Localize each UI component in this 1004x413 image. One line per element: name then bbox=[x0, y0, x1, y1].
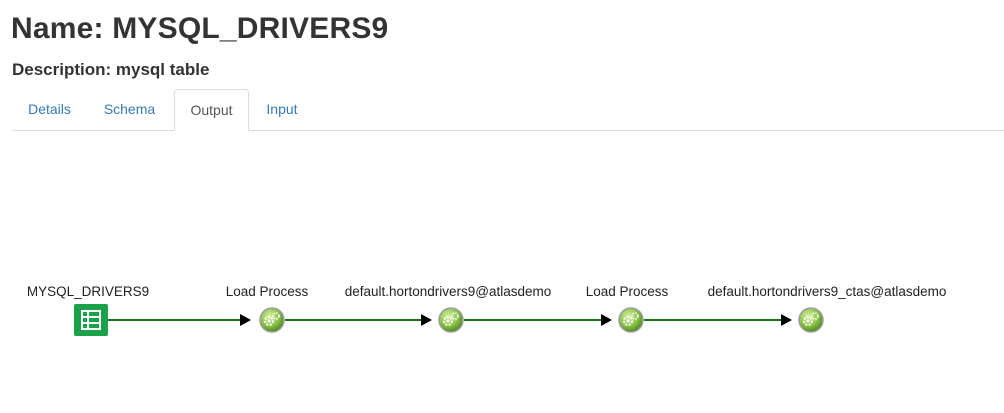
lineage-edge bbox=[285, 319, 425, 321]
tab-input[interactable]: Input bbox=[266, 101, 298, 117]
lineage-node-process[interactable] bbox=[618, 307, 644, 333]
arrow-icon bbox=[421, 314, 432, 326]
page-description: Description: mysql table bbox=[12, 60, 210, 79]
page-title: Name: MYSQL_DRIVERS9 bbox=[11, 12, 389, 45]
lineage-node-label: Load Process bbox=[225, 284, 309, 299]
arrow-icon bbox=[601, 314, 612, 326]
lineage-node-dataset[interactable] bbox=[798, 307, 824, 333]
arrow-icon bbox=[240, 314, 251, 326]
gears-icon bbox=[438, 307, 464, 333]
gears-icon bbox=[618, 307, 644, 333]
table-icon bbox=[81, 310, 101, 330]
lineage-graph: MYSQL_DRIVERS9 Load Process default.hort… bbox=[0, 270, 1004, 350]
arrow-icon bbox=[781, 314, 792, 326]
tab-schema[interactable]: Schema bbox=[103, 101, 156, 117]
lineage-node-process[interactable] bbox=[259, 307, 285, 333]
lineage-edge bbox=[644, 319, 786, 321]
lineage-node-label: MYSQL_DRIVERS9 bbox=[26, 284, 150, 299]
tab-bar: Details Schema Output Input bbox=[12, 89, 1004, 131]
tab-details[interactable]: Details bbox=[28, 101, 71, 117]
gears-icon bbox=[798, 307, 824, 333]
lineage-edge bbox=[108, 319, 246, 321]
lineage-node-label: default.hortondrivers9@atlasdemo bbox=[344, 284, 552, 299]
gears-icon bbox=[259, 307, 285, 333]
tab-output[interactable]: Output bbox=[174, 89, 249, 131]
lineage-node-table[interactable] bbox=[74, 304, 108, 336]
lineage-node-label: Load Process bbox=[585, 284, 669, 299]
lineage-node-label: default.hortondrivers9_ctas@atlasdemo bbox=[707, 284, 947, 299]
lineage-node-dataset[interactable] bbox=[438, 307, 464, 333]
lineage-edge bbox=[464, 319, 605, 321]
